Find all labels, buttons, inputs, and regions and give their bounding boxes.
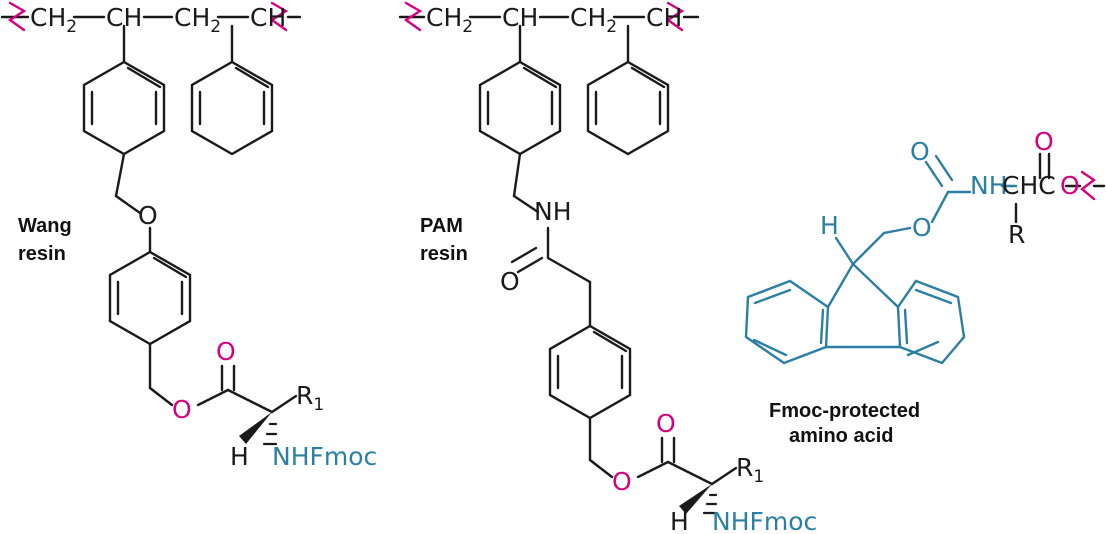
- wang-aryl-ring-2: [108, 250, 192, 346]
- wang-aryl-ring-1: [82, 60, 166, 156]
- pam-phenyl-ring: [586, 60, 670, 156]
- fmoc-label-line2: amino acid: [789, 425, 893, 447]
- atom-nh-carbamate: NH: [970, 171, 1008, 200]
- fluorene-ring-right: [896, 279, 966, 365]
- atom-ester-o-pam: O: [612, 467, 632, 496]
- atom-ch2-b: CH2: [174, 3, 221, 37]
- fluorene-cyclopentane: [824, 262, 902, 349]
- fmoc-carbamate-chain: [834, 154, 1018, 266]
- atom-ch2-d: CH2: [570, 3, 617, 37]
- wang-resin-structure: CH2 CH CH2 CH O: [0, 1, 377, 471]
- atom-ether-o: O: [138, 201, 158, 230]
- wang-stereocenter: [239, 394, 298, 446]
- pam-resin-structure: CH2 CH CH2 CH NH O: [398, 1, 817, 534]
- wang-resin-label-line1: Wang: [18, 215, 72, 237]
- atom-ch2-c: CH2: [426, 3, 473, 37]
- atom-ch-a: CH: [106, 3, 142, 32]
- atom-r-sidechain: R: [1008, 220, 1025, 249]
- fluorene-ring-left: [744, 279, 830, 365]
- pam-ester-linkage: [588, 416, 714, 486]
- atom-ch-d: CH: [646, 3, 682, 32]
- atom-r1-wang: R1: [296, 381, 324, 415]
- atom-h-wang: H: [230, 442, 249, 471]
- pam-aryl-ring-1: [478, 60, 562, 156]
- atom-chc-backbone: CHC: [1002, 171, 1056, 200]
- atom-h-pam: H: [670, 507, 689, 534]
- atom-nhfmoc-wang: NHFmoc: [272, 442, 377, 471]
- atom-amide-nh-pam: NH: [534, 197, 572, 226]
- atom-o-carboxyl-ester: O: [1060, 171, 1080, 200]
- atom-ch2-a: CH2: [30, 3, 77, 37]
- wang-polystyrene-backbone: [0, 1, 302, 64]
- fmoc-label-line1: Fmoc-protected: [769, 400, 920, 422]
- pam-polystyrene-backbone: [398, 1, 700, 64]
- wang-phenyl-ring: [190, 60, 274, 156]
- atom-o-carbamate: O: [912, 213, 932, 242]
- wang-ester-linkage: [148, 342, 274, 414]
- wang-resin-label-line2: resin: [18, 243, 66, 265]
- atom-o-carbamate-double: O: [910, 137, 930, 166]
- atom-nhfmoc-pam: NHFmoc: [712, 507, 817, 534]
- atom-amide-o-pam: O: [500, 267, 520, 296]
- pam-resin-label-line2: resin: [420, 243, 468, 265]
- fmoc-alpha-carboxyl: [1014, 152, 1106, 224]
- atom-carbonyl-o-pam: O: [656, 409, 676, 438]
- atom-h-fluorene: H: [820, 211, 839, 240]
- atom-carbonyl-o-wang: O: [216, 337, 236, 366]
- atom-ch-c: CH: [502, 3, 538, 32]
- wang-ether-linker: [114, 152, 152, 254]
- pam-resin-label-line1: PAM: [420, 215, 463, 237]
- atom-r1-pam: R1: [736, 453, 764, 487]
- pam-stereocenter: [679, 466, 738, 515]
- fmoc-amino-acid-structure: H O O NH CHC O O R Fmoc-protected amino …: [744, 127, 1106, 447]
- pam-amide-linker: [510, 152, 592, 328]
- atom-o-carboxyl-double: O: [1034, 127, 1054, 156]
- atom-ch-b: CH: [250, 3, 286, 32]
- atom-ester-o-wang: O: [172, 395, 192, 424]
- pam-aryl-ring-2: [548, 324, 632, 420]
